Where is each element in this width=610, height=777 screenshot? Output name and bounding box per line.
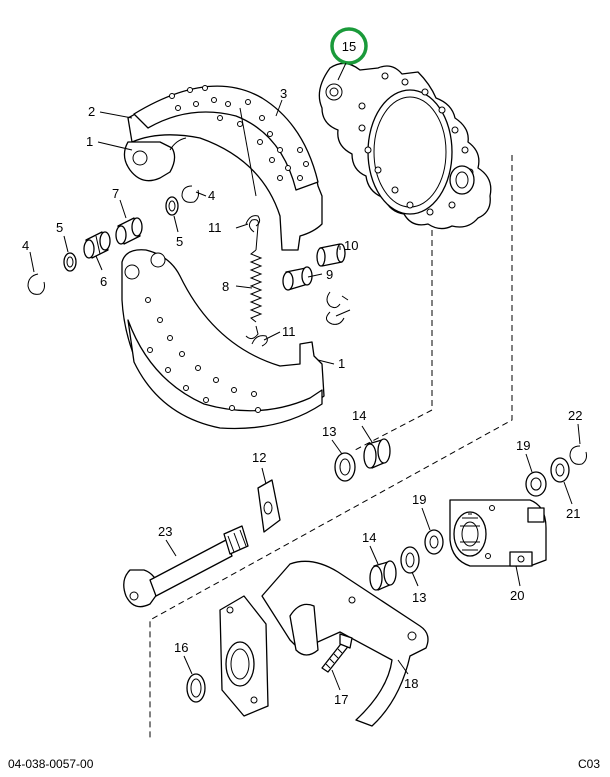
callout-20: 20: [510, 588, 524, 603]
callout-13-upper: 13: [322, 424, 336, 439]
callout-10: 10: [344, 238, 358, 253]
callout-15-highlight[interactable]: 15: [330, 27, 368, 81]
callout-1-upper: 1: [86, 134, 93, 149]
callout-4-left: 4: [22, 238, 29, 253]
ring-part-16[interactable]: [186, 673, 206, 703]
callout-8: 8: [222, 279, 229, 294]
callout-3: 3: [280, 86, 287, 101]
leader-lines: [29, 99, 581, 691]
callout-4-right: 4: [208, 188, 215, 203]
callout-6: 6: [100, 274, 107, 289]
bushing-part-14-upper[interactable]: [363, 438, 391, 469]
callout-21: 21: [566, 506, 580, 521]
callout-22: 22: [568, 408, 582, 423]
document-number: 04-038-0057-00: [8, 757, 94, 771]
callout-5-right: 5: [176, 234, 183, 249]
anchor-pin-part-7[interactable]: [115, 217, 143, 245]
callout-5-left: 5: [56, 220, 63, 235]
washer-part-19-lower[interactable]: [424, 529, 444, 555]
callout-18: 18: [404, 676, 418, 691]
callout-1-lower: 1: [338, 356, 345, 371]
washer-part-5-left[interactable]: [63, 252, 77, 272]
washer-part-19-upper[interactable]: [525, 471, 547, 497]
callout-19-upper: 19: [516, 438, 530, 453]
washer-part-21[interactable]: [550, 457, 570, 483]
spring-hook-part-11-lower[interactable]: [251, 335, 268, 347]
roller-part-10[interactable]: [316, 243, 346, 267]
callout-14-upper: 14: [352, 408, 366, 423]
camshaft-part-23[interactable]: [123, 525, 249, 608]
slack-adjuster-part-20[interactable]: [449, 499, 547, 567]
bushing-part-14-lower[interactable]: [369, 560, 397, 591]
callout-9: 9: [326, 267, 333, 282]
lower-brake-shoe-part-1[interactable]: [121, 249, 325, 430]
seal-part-12[interactable]: [257, 479, 281, 533]
spring-hook-part-11-upper[interactable]: [245, 215, 261, 227]
upper-brake-shoe-part-1[interactable]: [123, 85, 323, 251]
return-spring-part-8[interactable]: [245, 219, 263, 340]
callout-2: 2: [88, 104, 95, 119]
seal-part-13-upper[interactable]: [334, 452, 356, 482]
callout-23: 23: [158, 524, 172, 539]
callout-17: 17: [334, 692, 348, 707]
snap-ring-part-4-right[interactable]: [181, 185, 199, 203]
seal-part-13-lower[interactable]: [400, 546, 420, 574]
callout-13-lower: 13: [412, 590, 426, 605]
callout-12: 12: [252, 450, 266, 465]
brake-spider-part-15[interactable]: [318, 62, 492, 230]
bushing-part-6[interactable]: [83, 231, 111, 259]
callout-16: 16: [174, 640, 188, 655]
callout-7: 7: [112, 186, 119, 201]
roller-part-9[interactable]: [282, 266, 313, 291]
callout-19-lower: 19: [412, 492, 426, 507]
assembly-dashed-lines: [149, 155, 513, 740]
washer-part-5-right[interactable]: [165, 196, 179, 216]
roller-retainer-clip[interactable]: [326, 291, 351, 325]
callout-14-lower: 14: [362, 530, 376, 545]
snap-ring-part-22[interactable]: [569, 445, 587, 465]
callout-15: 15: [342, 39, 356, 54]
bolt-part-17[interactable]: [321, 633, 353, 673]
callout-labels: 2 1 3 4 4 5 5 6 7 8 9 10 11 11 1 12 13 1…: [22, 86, 582, 707]
sheet-code: C03: [577, 757, 600, 771]
camshaft-bracket-part-18[interactable]: [219, 560, 429, 727]
callout-11-upper: 11: [208, 220, 222, 235]
snap-ring-part-4-left[interactable]: [27, 273, 45, 295]
callout-11-lower: 11: [282, 324, 296, 339]
